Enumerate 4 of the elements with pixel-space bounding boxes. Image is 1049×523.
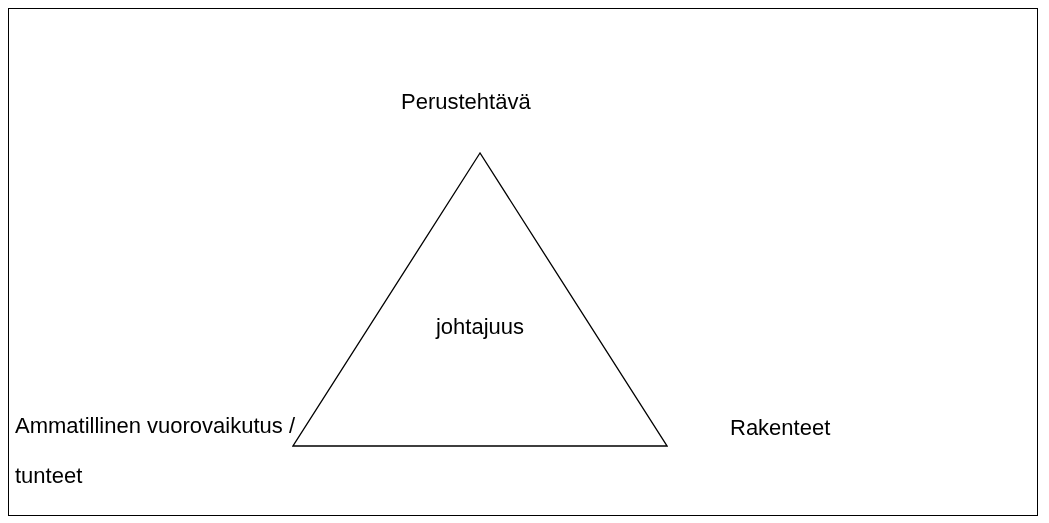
corner-label: Ammatillinen vuorovaikutus / tunteet <box>15 412 296 490</box>
corner-label: Rakenteet <box>730 415 831 441</box>
corner-label: Perustehtävä <box>401 89 531 115</box>
node-label: johtajuus <box>435 314 525 340</box>
